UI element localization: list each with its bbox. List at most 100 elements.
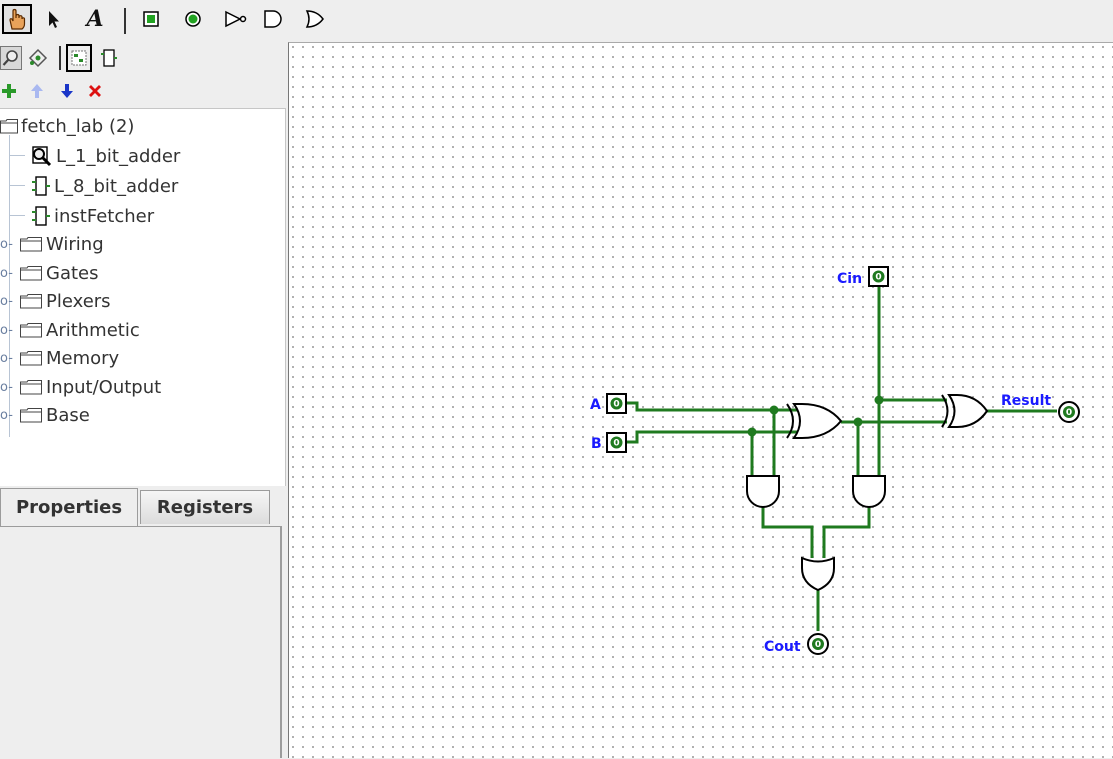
input-pin-icon xyxy=(143,11,159,27)
properties-panel xyxy=(0,526,282,758)
main-toolbar: A xyxy=(0,0,1113,42)
folder-icon xyxy=(20,351,42,366)
hand-icon xyxy=(9,8,26,30)
tree-library-base[interactable]: o- Base xyxy=(0,402,90,428)
output-pin-result[interactable]: 0 xyxy=(1058,401,1080,423)
folder-icon xyxy=(20,323,42,338)
tree-library-label: Base xyxy=(46,404,90,426)
output-pin-tool-button[interactable] xyxy=(178,4,208,34)
circuit-canvas[interactable]: 0 A 0 B 0 Cin 0 Result 0 Cout xyxy=(288,42,1113,758)
input-pin-cin[interactable]: 0 xyxy=(868,266,889,287)
input-pin-a[interactable]: 0 xyxy=(606,393,627,414)
tree-expand-toggle-icon[interactable]: o- xyxy=(0,236,13,252)
simulation-tree-icon xyxy=(28,48,48,68)
tree-circuit-item[interactable]: L_8_bit_adder xyxy=(32,173,178,199)
tree-expand-toggle-icon[interactable]: o- xyxy=(0,293,13,309)
not-gate-tool-button[interactable] xyxy=(220,4,250,34)
tree-project-node[interactable]: fetch_lab (2) xyxy=(0,113,134,139)
tree-library-memory[interactable]: o- Memory xyxy=(0,345,119,371)
tree-library-label: Memory xyxy=(46,347,120,369)
tree-library-label: Arithmetic xyxy=(46,319,140,341)
pin-cin-label: Cin xyxy=(837,271,862,287)
pin-cout-label: Cout xyxy=(764,639,801,655)
move-down-button[interactable] xyxy=(58,82,76,100)
tree-guide-line xyxy=(9,155,25,156)
wire-junction xyxy=(769,405,779,415)
tree-library-wiring[interactable]: o- Wiring xyxy=(0,231,104,257)
add-circuit-button[interactable] xyxy=(0,82,18,100)
explorer-toolbar-separator xyxy=(59,46,61,70)
tree-circuit-label: L_8_bit_adder xyxy=(54,175,179,197)
tree-library-plexers[interactable]: o- Plexers xyxy=(0,288,111,314)
tree-library-input-output[interactable]: o- Input/Output xyxy=(0,374,161,400)
output-pin-icon xyxy=(185,11,201,27)
tree-library-label: Plexers xyxy=(46,290,111,312)
folder-icon xyxy=(20,294,42,309)
xor-gate-2[interactable] xyxy=(941,394,989,428)
pin-result-label: Result xyxy=(1001,393,1051,409)
tree-library-arithmetic[interactable]: o- Arithmetic xyxy=(0,317,140,343)
wire-junctions xyxy=(747,395,884,437)
explorer-toolbar xyxy=(0,42,290,76)
pin-cout-value: 0 xyxy=(815,640,821,650)
and-gate-tool-button[interactable] xyxy=(258,4,288,34)
output-pin-cout[interactable]: 0 xyxy=(807,633,829,655)
explorer-actions xyxy=(0,78,290,106)
arrow-down-icon xyxy=(61,84,73,98)
and-gate-2[interactable] xyxy=(852,475,886,508)
circuit-icon xyxy=(32,176,50,196)
tree-circuit-item[interactable]: L_1_bit_adder xyxy=(30,143,180,169)
edit-layout-button[interactable] xyxy=(66,44,92,72)
tab-properties[interactable]: Properties xyxy=(0,488,138,526)
magnifier-icon xyxy=(2,50,18,66)
or-gate[interactable] xyxy=(801,556,835,592)
explorer-tree: fetch_lab (2) L_1_bit_adder L_8_bit_adde… xyxy=(0,108,286,486)
panel-tabs: Properties Registers xyxy=(0,488,290,526)
hand-poke-tool-button[interactable] xyxy=(2,4,32,34)
wire-and1-out[interactable] xyxy=(761,507,814,558)
move-up-button[interactable] xyxy=(28,82,46,100)
arrow-up-icon xyxy=(31,84,43,98)
wire-junction xyxy=(747,427,757,437)
simulation-tree-button[interactable] xyxy=(26,46,50,70)
tree-circuit-label: instFetcher xyxy=(54,205,155,227)
wire-junction xyxy=(874,395,884,405)
folder-icon xyxy=(20,408,42,423)
folder-icon xyxy=(0,119,18,134)
tree-expand-toggle-icon[interactable]: o- xyxy=(0,350,13,366)
tree-library-gates[interactable]: o- Gates xyxy=(0,260,99,286)
tab-registers[interactable]: Registers xyxy=(140,490,270,524)
remove-circuit-button[interactable] xyxy=(86,82,104,100)
text-tool-button[interactable]: A xyxy=(80,4,110,34)
tree-project-label: fetch_lab (2) xyxy=(21,115,135,137)
tree-library-label: Gates xyxy=(46,262,99,284)
xor-gate-1[interactable] xyxy=(786,403,843,439)
wire-b[interactable] xyxy=(625,430,804,444)
select-tool-button[interactable] xyxy=(38,4,68,34)
tree-expand-toggle-icon[interactable]: o- xyxy=(0,322,13,338)
plus-icon xyxy=(2,84,16,98)
tree-expand-toggle-icon[interactable]: o- xyxy=(0,379,13,395)
appearance-icon xyxy=(101,49,117,67)
wire-a[interactable] xyxy=(625,401,804,412)
edit-appearance-button[interactable] xyxy=(98,46,120,70)
wire-junction xyxy=(853,417,863,427)
tree-circuit-item[interactable]: instFetcher xyxy=(32,203,154,229)
magnifier-circuit-icon xyxy=(32,146,52,167)
pin-b-label: B xyxy=(591,436,602,452)
tree-expand-toggle-icon[interactable]: o- xyxy=(0,265,13,281)
and-gate-1[interactable] xyxy=(746,475,780,508)
or-gate-tool-button[interactable] xyxy=(300,4,330,34)
and-gate-icon xyxy=(264,10,282,28)
tree-guide-line xyxy=(9,185,25,186)
pin-a-value: 0 xyxy=(613,400,619,410)
tree-guide-line xyxy=(9,135,10,437)
explorer-toolbox-button[interactable] xyxy=(0,46,22,70)
input-pin-tool-button[interactable] xyxy=(136,4,166,34)
pin-b-value: 0 xyxy=(613,439,619,449)
wire-and2-out[interactable] xyxy=(822,507,871,558)
input-pin-b[interactable]: 0 xyxy=(606,432,627,453)
or-gate-icon xyxy=(305,10,324,28)
circuit-icon xyxy=(32,206,50,226)
tree-expand-toggle-icon[interactable]: o- xyxy=(0,407,13,423)
